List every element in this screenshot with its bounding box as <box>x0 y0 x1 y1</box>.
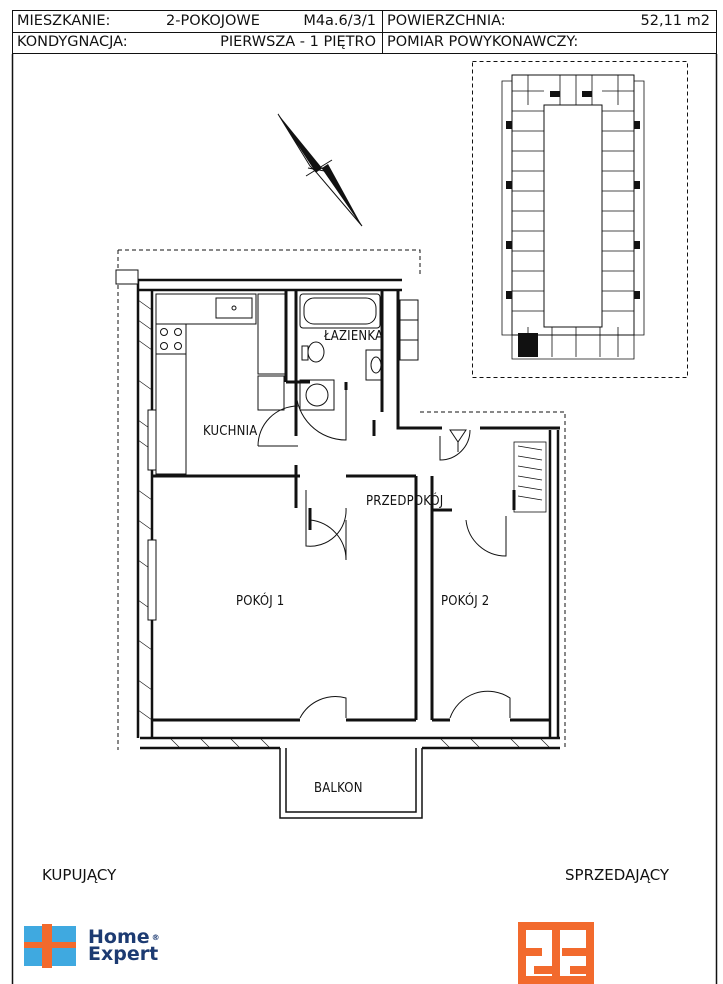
floor-value: PIERWSZA - 1 PIĘTRO <box>220 34 376 50</box>
logo-word-expert: Expert <box>88 943 159 965</box>
measurement-label: POMIAR POWYKONAWCZY: <box>387 34 579 50</box>
room-label-kuchnia: KUCHNIA <box>203 424 258 439</box>
area-value: 52,11 m2 <box>640 13 710 29</box>
developer-logo-icon <box>518 922 594 984</box>
floor-label: KONDYGNACJA: <box>17 34 128 50</box>
home-expert-logo-mark <box>24 924 76 968</box>
apartment-code: M4a.6/3/1 <box>303 13 376 29</box>
home-expert-wordmark: Home® Expert <box>88 926 160 965</box>
area-cell: POWIERZCHNIA: 52,11 m2 <box>383 11 716 32</box>
room-label-przedpokoj: PRZEDPOKÓJ <box>366 494 444 509</box>
room-label-balkon: BALKON <box>314 781 363 796</box>
north-arrow-icon <box>277 113 363 227</box>
floor-plan <box>115 249 566 819</box>
measurement-cell: POMIAR POWYKONAWCZY: <box>383 32 716 53</box>
logo-word-home: Home <box>88 926 150 948</box>
buyer-signature-label: KUPUJĄCY <box>42 866 117 884</box>
key-plan <box>472 61 688 378</box>
room-label-lazienka: ŁAZIENKA <box>324 329 384 344</box>
apartment-type: 2-POKOJOWE <box>166 13 260 29</box>
apartment-cell: MIESZKANIE: 2-POKOJOWE M4a.6/3/1 <box>13 11 383 32</box>
info-row-floor: KONDYGNACJA: PIERWSZA - 1 PIĘTRO POMIAR … <box>13 32 716 53</box>
apartment-info-table: MIESZKANIE: 2-POKOJOWE M4a.6/3/1 POWIERZ… <box>12 10 717 54</box>
room-label-pokoj2: POKÓJ 2 <box>441 594 490 609</box>
area-label: POWIERZCHNIA: <box>387 13 506 29</box>
seller-signature-label: SPRZEDAJĄCY <box>565 866 670 884</box>
room-label-pokoj1: POKÓJ 1 <box>236 594 285 609</box>
logo-registered-mark: ® <box>151 933 160 942</box>
apartment-label: MIESZKANIE: <box>17 13 111 29</box>
floor-cell: KONDYGNACJA: PIERWSZA - 1 PIĘTRO <box>13 32 383 53</box>
info-row-apartment: MIESZKANIE: 2-POKOJOWE M4a.6/3/1 POWIERZ… <box>13 11 716 33</box>
